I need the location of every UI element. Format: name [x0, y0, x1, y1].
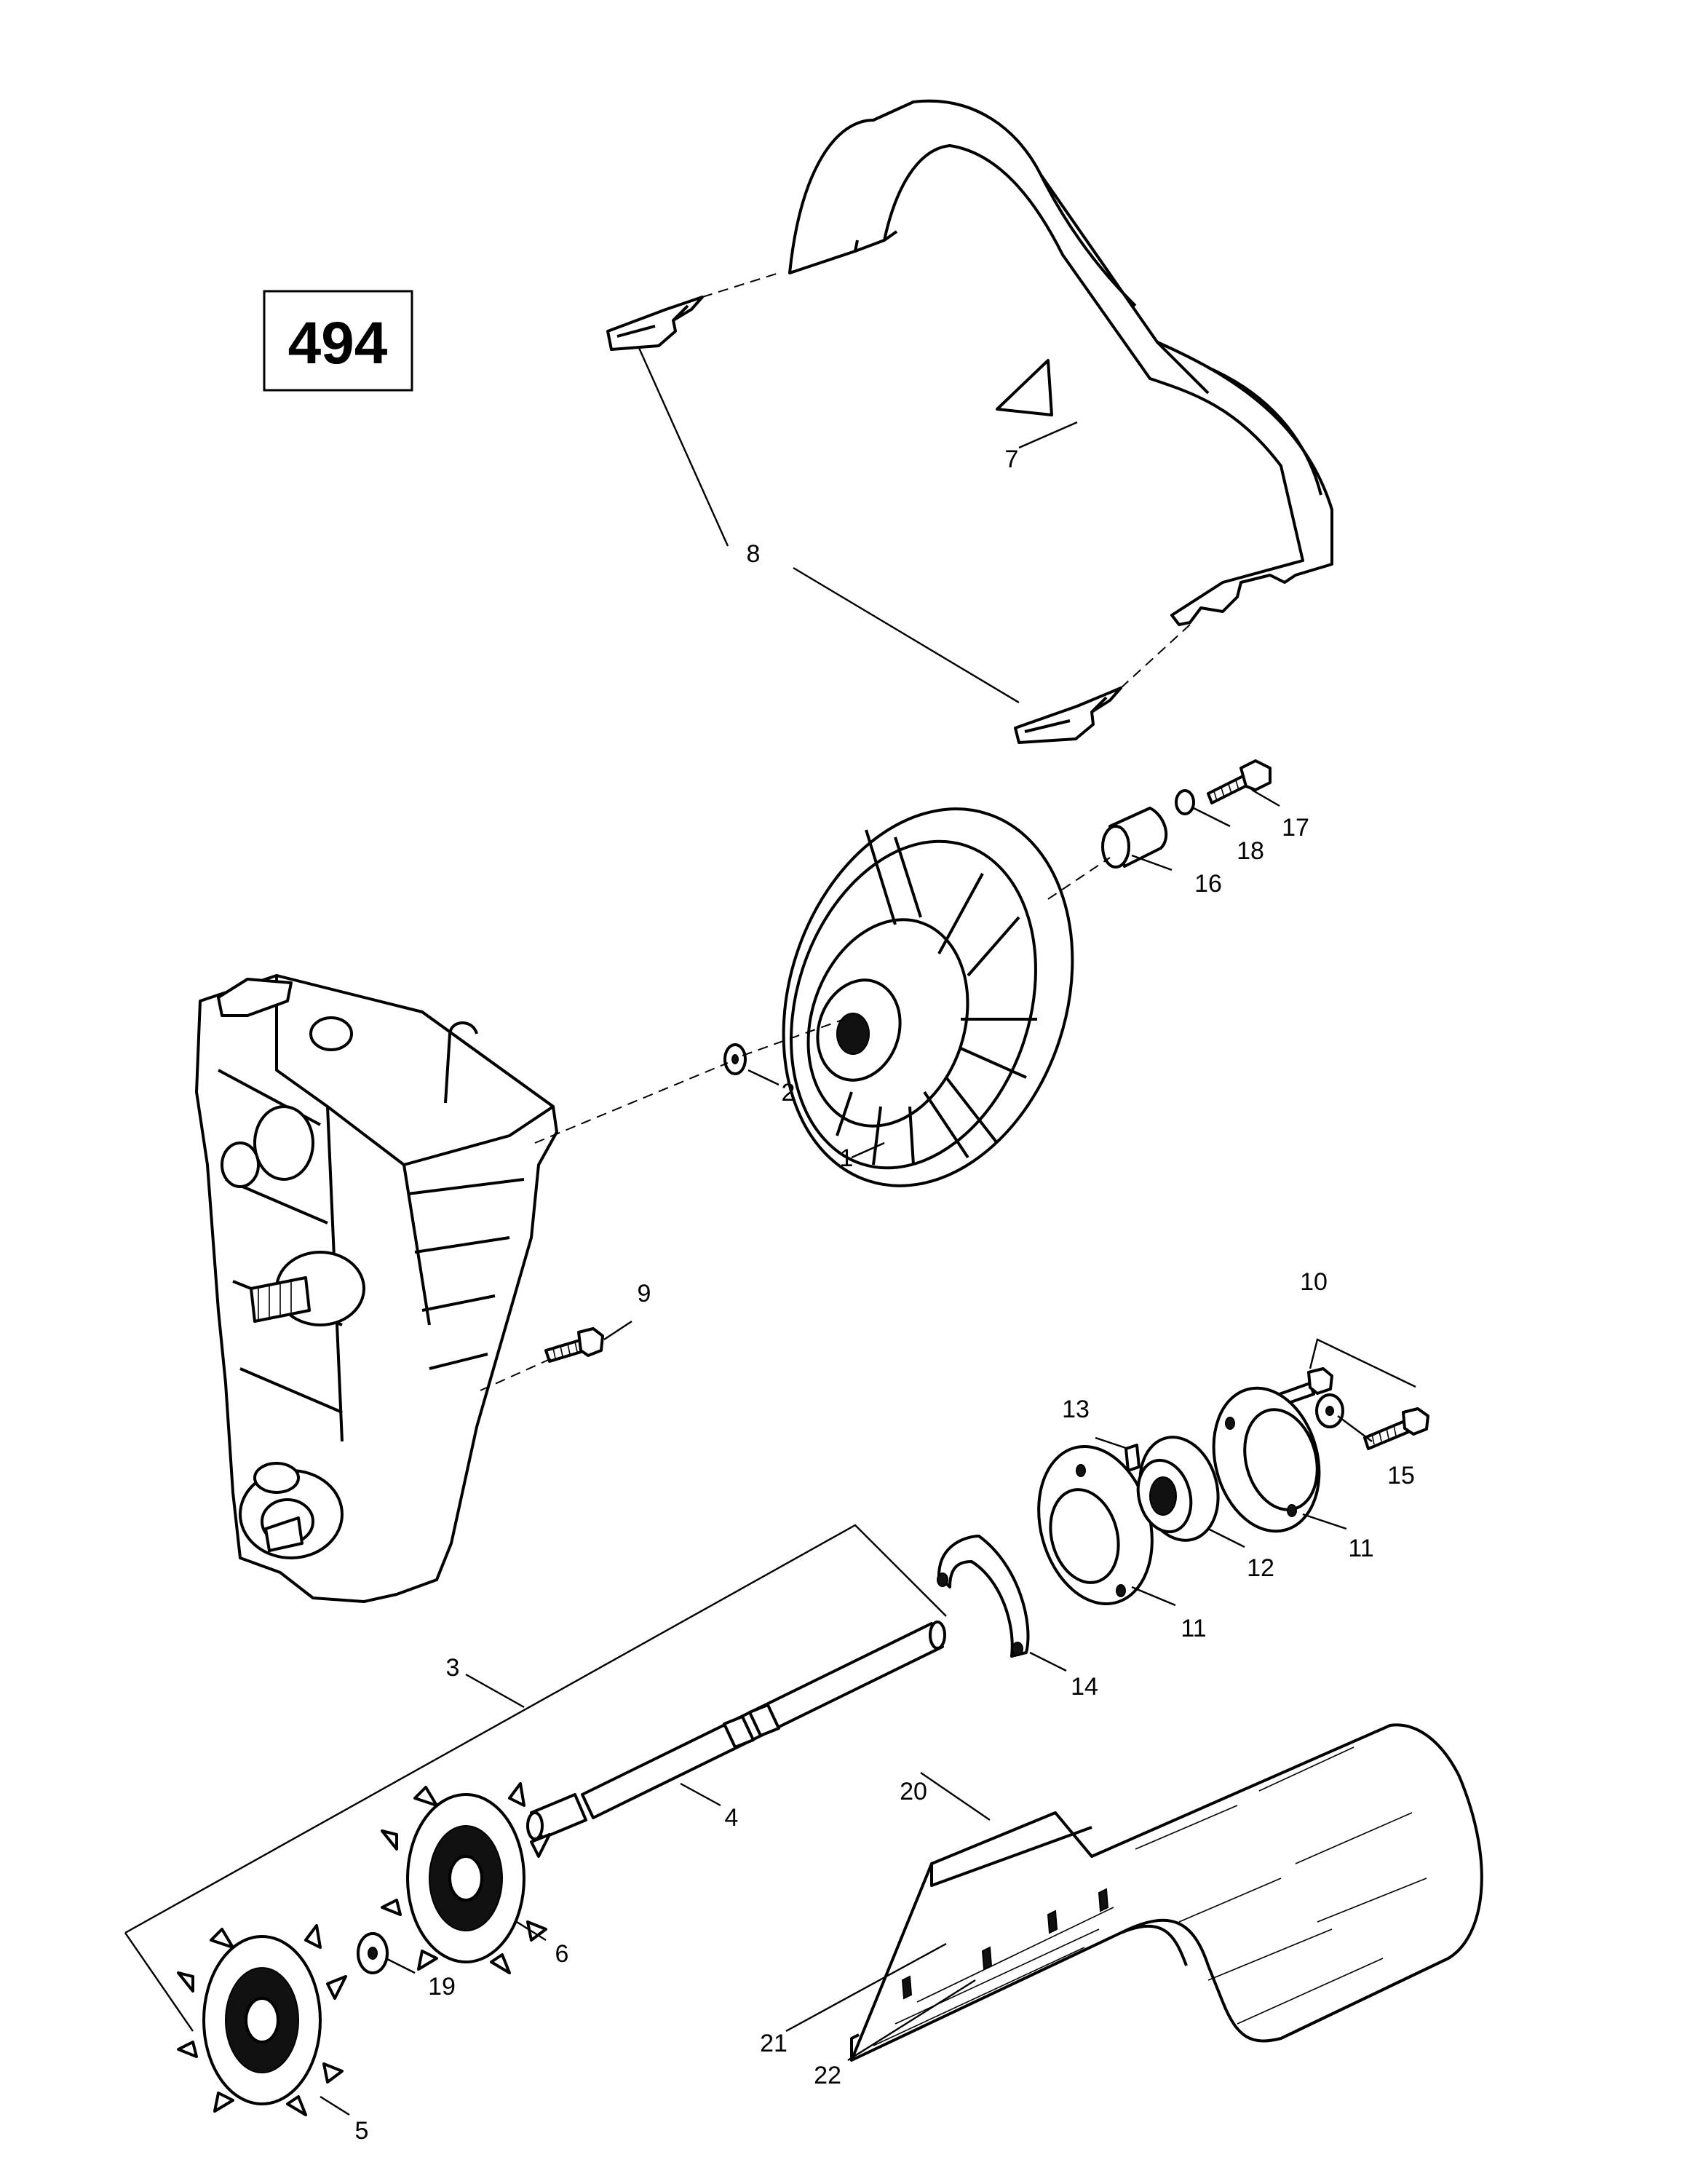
- callout-19: 19: [428, 1973, 456, 2001]
- callout-6: 6: [555, 1940, 569, 1968]
- callout-18: 18: [1237, 837, 1264, 865]
- callout-13: 13: [1062, 1396, 1090, 1423]
- guard-clip-lower: [1014, 687, 1122, 744]
- callout-3: 3: [446, 1654, 460, 1682]
- drive-pulley: [782, 807, 1074, 1187]
- bearing-bolt-right: [1363, 1407, 1429, 1450]
- bearing-flange-outer: [1212, 1386, 1321, 1533]
- guard-clip-upper: [606, 296, 704, 351]
- belt-guard: [788, 99, 1333, 626]
- callout-7: 7: [1005, 446, 1019, 473]
- pulley-spacer: [1101, 807, 1168, 869]
- callout-14: 14: [1071, 1673, 1098, 1701]
- shaft-washer: [723, 1043, 747, 1075]
- callout-17: 17: [1282, 814, 1309, 842]
- reference-number: 494: [288, 310, 388, 376]
- callout-22: 22: [814, 2062, 841, 2089]
- callout-15: 15: [1387, 1462, 1415, 1489]
- callout-11-outer: 11: [1348, 1535, 1373, 1562]
- callout-4: 4: [725, 1804, 739, 1832]
- callout-9: 9: [638, 1280, 651, 1307]
- drive-sprocket-inner: [381, 1782, 551, 1974]
- leader-lines: [124, 272, 1416, 2116]
- track: [850, 1723, 1483, 2062]
- chaincase-housing: [195, 974, 558, 1603]
- drive-axle-bearing: [1136, 1436, 1220, 1542]
- callout-12: 12: [1247, 1554, 1274, 1582]
- retaining-clip: [937, 1535, 1030, 1658]
- chaincase-bolt: [544, 1327, 604, 1363]
- pulley-bolt: [1207, 759, 1272, 804]
- sprocket-washer: [357, 1932, 389, 1974]
- flange-washer: [1315, 1393, 1344, 1428]
- callout-11-inner: 11: [1181, 1615, 1206, 1642]
- callout-16: 16: [1194, 870, 1222, 898]
- bearing-flange-inner: [1037, 1444, 1154, 1606]
- callout-10: 10: [1300, 1268, 1328, 1296]
- callout-8: 8: [747, 540, 761, 568]
- callout-20: 20: [900, 1778, 927, 1805]
- callout-1: 1: [840, 1144, 854, 1172]
- drive-sprocket-outer: [177, 1924, 347, 2116]
- grease-fitting: [1124, 1444, 1140, 1472]
- drive-axle: [526, 1621, 946, 1840]
- callout-21: 21: [760, 2030, 788, 2057]
- reference-number-box: 494: [263, 290, 413, 392]
- callout-5: 5: [355, 2117, 369, 2145]
- callout-labels: 1 2 3 4 5 6 7 8 9 10 11 11 12 13 14 15 1…: [355, 446, 1415, 2145]
- callout-2: 2: [782, 1079, 796, 1107]
- pulley-washer: [1175, 789, 1195, 815]
